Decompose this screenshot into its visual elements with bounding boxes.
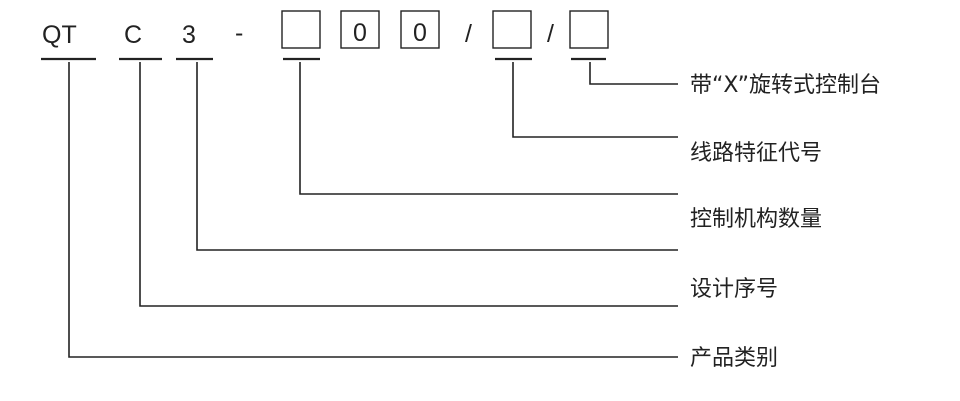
code-mechanism-count: 3 [182,21,196,49]
label-product-category: 产品类别 [690,346,778,371]
slash-2: / [547,20,554,48]
code-dash: - [235,19,243,47]
label-design-sequence: 设计序号 [690,277,778,302]
leader-category [68,62,678,358]
leader-line-feature [512,62,678,138]
blank-box-mechanism [281,10,321,49]
digit-box-1 [340,10,380,49]
leader-rotary [589,62,678,85]
blank-box-rotary [569,10,609,49]
slash-1: / [465,20,472,48]
code-product-category: QT [42,21,77,49]
label-line-feature-code: 线路特征代号 [690,141,822,166]
code-design-sequence: C [124,21,142,49]
label-rotary-console: 带“X”旋转式控制台 [690,73,881,98]
digit-zero-2: 0 [413,19,427,47]
digit-zero-1: 0 [353,19,367,47]
label-mechanism-count: 控制机构数量 [690,207,822,232]
leader-design-char [139,62,678,307]
leader-mechanism-count [299,62,678,195]
blank-box-line-feature [492,10,532,49]
leader-design-seq [196,62,678,251]
digit-box-2 [400,10,440,49]
